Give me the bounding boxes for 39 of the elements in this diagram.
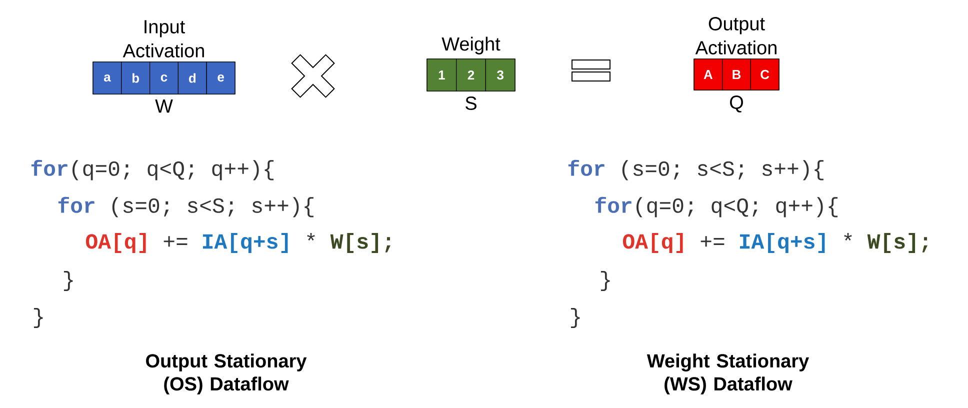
label: IA[q+s] [740, 232, 825, 254]
label: * [307, 232, 315, 241]
array-cell: A [694, 58, 723, 90]
array-cell: C [750, 58, 780, 90]
code-line: } [570, 308, 580, 328]
code-line: OA[q] += IA[q+s] * W[s]; [86, 233, 390, 254]
array-heading: Output Activation [695, 17, 776, 54]
label: OA[q] [622, 232, 683, 254]
dimension-label: W [155, 100, 173, 113]
label: OA[q] [86, 232, 146, 254]
code-line: OA[q] += IA[q+s] * W[s]; [622, 233, 928, 254]
array-cell: d [178, 62, 207, 94]
array-cell: 2 [456, 58, 486, 92]
label: += [700, 236, 724, 247]
code-line: } [34, 308, 43, 328]
code-line: for (s=0; s<S; s++){ [58, 196, 314, 218]
dimension-label: S [466, 96, 476, 110]
code-line: } [64, 271, 73, 292]
label: IA[q+s] [202, 232, 288, 254]
label: W[s]; [330, 232, 390, 254]
array-heading: Input Activation [122, 20, 204, 58]
label: * [844, 232, 852, 241]
code-line: for (q=0; q<Q; q++){ [31, 160, 274, 180]
dimension-label: Q [730, 96, 743, 112]
code-line: } [600, 271, 610, 292]
array-cell: c [150, 62, 178, 94]
array-cell: 1 [426, 58, 457, 92]
array-heading: Weight [442, 36, 500, 54]
caption: Weight Stationary (WS) Dataflow [646, 354, 810, 394]
array-cell: e [206, 62, 236, 94]
array-cell: 3 [485, 58, 516, 92]
array-cell: B [722, 58, 751, 90]
label: += [164, 236, 188, 247]
code-line: for (s=0; s<S; s++){ [568, 160, 824, 180]
array-cell: b [121, 62, 150, 94]
code-line: for (q=0; q<Q; q++){ [595, 196, 838, 218]
label: W[s]; [867, 232, 928, 254]
caption: Output Stationary (OS) Dataflow [146, 354, 307, 394]
array-cell: a [92, 62, 122, 94]
